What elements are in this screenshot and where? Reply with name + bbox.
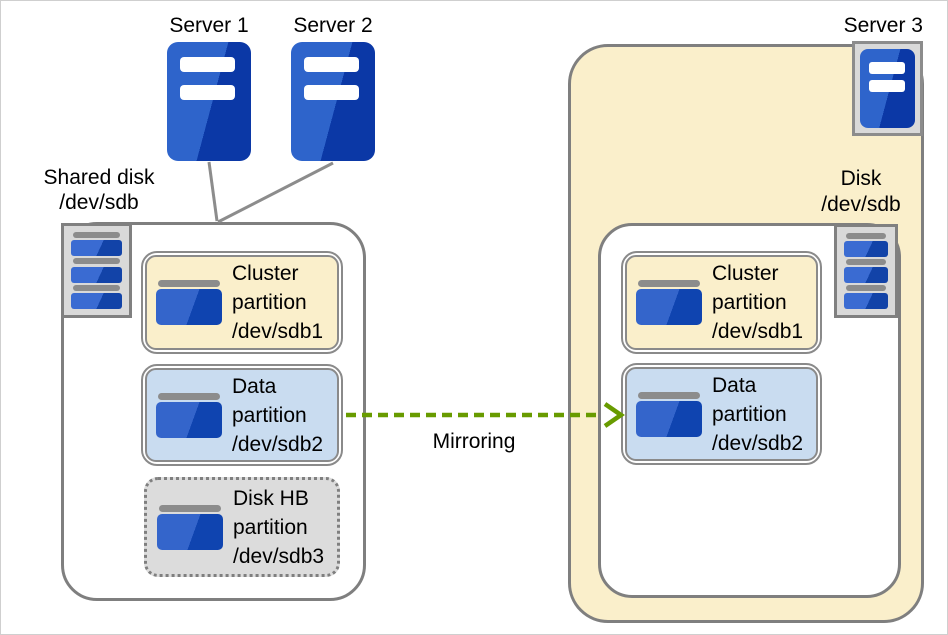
disk-platter [71,266,122,283]
disk-platter [71,292,122,309]
data-partition-left: Data partition /dev/sdb2 [141,364,343,466]
server3-label: Server 3 [843,14,923,37]
disk-stripe [73,232,120,238]
server1-connector-line [207,161,219,222]
mirror-disk-icon [834,224,898,318]
partition-device: /dev/sdb2 [232,432,324,456]
server3-icon [860,49,915,128]
mirror-disk-label-line2: /dev/sdb [821,193,901,216]
partition-word: partition [712,291,787,314]
partition-label: Data partition /dev/sdb2 [712,371,803,458]
cluster-partition-left-body: Cluster partition /dev/sdb1 [145,255,339,350]
server-slot [304,85,359,100]
disk-stripe [73,258,120,265]
server-slot [304,57,359,72]
disk-platter [844,241,888,257]
server2-icon [291,42,375,161]
disk-hb-partition-left-body: Disk HB partition /dev/sdb3 [148,481,336,573]
partition-label: Cluster partition /dev/sdb1 [712,259,803,346]
server-slot [180,85,235,100]
partition-device: /dev/sdb3 [233,544,325,568]
partition-device: /dev/sdb1 [232,320,324,343]
drive-icon-bar [158,392,220,400]
server-slot [869,80,905,92]
drive-icon-bar [158,280,220,287]
shared-disk-label: Shared disk /dev/sdb [24,165,174,215]
disk-platter [844,267,888,283]
drive-icon [157,504,223,550]
server-slot [869,62,905,74]
drive-icon-body [156,289,222,325]
partition-word: partition [712,402,787,426]
shared-disk-label-line2: /dev/sdb [59,191,139,214]
server3-icon-box [852,41,923,136]
server2-connector-line [217,161,334,224]
drive-icon [156,280,222,325]
disk-stripe [846,259,886,265]
disk-hb-partition-left: Disk HB partition /dev/sdb3 [144,477,340,577]
shared-disk-icon [61,223,132,318]
drive-icon-body [636,400,702,437]
cluster-partition-right: Cluster partition /dev/sdb1 [621,251,822,354]
server-slot [180,57,235,72]
disk-stripe [846,233,886,239]
cluster-partition-left: Cluster partition /dev/sdb1 [141,251,343,354]
server2-label: Server 2 [293,14,373,37]
partition-label: Cluster partition /dev/sdb1 [232,259,323,346]
drive-icon-bar [159,504,221,512]
partition-label: Disk HB partition /dev/sdb3 [233,484,324,571]
cluster-partition-right-body: Cluster partition /dev/sdb1 [625,255,818,350]
server1-label: Server 1 [169,14,249,37]
drive-icon-body [156,401,222,438]
mirroring-label: Mirroring [432,430,516,453]
partition-word: partition [233,515,308,539]
drive-icon [636,280,702,325]
drive-icon [156,392,222,438]
disk-platter [71,240,122,257]
partition-device: /dev/sdb1 [712,320,804,343]
mirror-disk-label-line1: Disk [840,167,882,190]
partition-label: Data partition /dev/sdb2 [232,372,323,459]
server1-icon [167,42,251,161]
partition-name: Data [712,373,757,397]
partition-name: Cluster [712,262,779,285]
mirror-disk-label: Disk /dev/sdb [811,166,911,218]
shared-disk-label-line1: Shared disk [43,166,155,189]
partition-word: partition [232,291,307,314]
drive-icon-bar [638,280,700,287]
drive-icon [636,391,702,437]
partition-name: Cluster [232,262,299,285]
data-partition-left-body: Data partition /dev/sdb2 [145,368,339,462]
drive-icon-body [636,289,702,325]
disk-stripe [73,284,120,291]
drive-icon-bar [638,391,700,399]
partition-name: Data [232,374,277,398]
data-partition-right: Data partition /dev/sdb2 [621,363,822,465]
partition-name: Disk HB [233,486,309,510]
partition-word: partition [232,403,307,427]
partition-device: /dev/sdb2 [712,431,804,455]
disk-stripe [846,285,886,291]
disk-platter [844,293,888,309]
data-partition-right-body: Data partition /dev/sdb2 [625,367,818,461]
drive-icon-body [157,513,223,550]
